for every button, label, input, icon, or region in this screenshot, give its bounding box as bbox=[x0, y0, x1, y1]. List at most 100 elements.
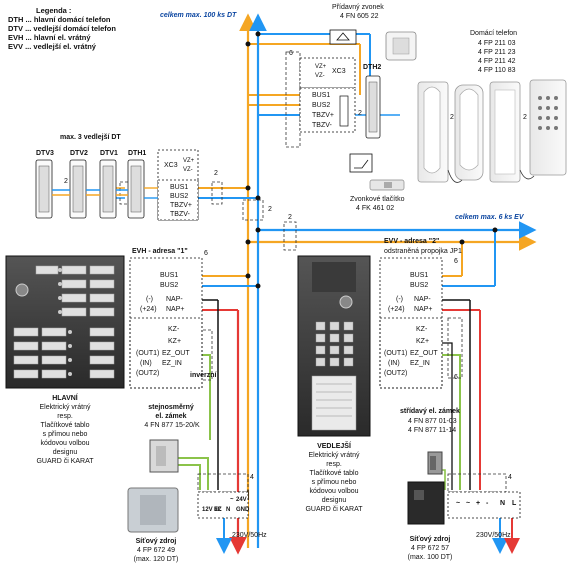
evh-terminal: (OUT1) bbox=[136, 350, 160, 357]
dtv-terminal: BUS1 bbox=[170, 184, 189, 191]
evh-terminal: (-) bbox=[146, 296, 153, 303]
evh-terminal: BUS1 bbox=[160, 272, 179, 279]
evh-count: 6 bbox=[204, 250, 208, 257]
wire-count: 2 bbox=[64, 178, 68, 185]
evh-terminal: KZ- bbox=[168, 326, 180, 333]
dtv-group-title: max. 3 vedlejší DT bbox=[60, 134, 121, 141]
evh-terminal-right: EZ_IN bbox=[162, 360, 182, 367]
wire-count: 2 bbox=[268, 206, 272, 213]
psu2-code: 4 FP 672 57 bbox=[410, 545, 449, 552]
psu2-icon bbox=[407, 481, 521, 525]
evv-terminal: (IN) bbox=[388, 360, 400, 367]
main-door-panel bbox=[5, 255, 125, 389]
dc-lock-title: stejnosměrný bbox=[148, 404, 194, 411]
extra-bell-code: 4 FN 605 22 bbox=[340, 13, 379, 20]
evv-terminal: (-) bbox=[396, 296, 403, 303]
psu2-mains: 230V/50Hz bbox=[476, 532, 511, 539]
dtv-terminal: BUS2 bbox=[170, 193, 189, 200]
evv-terminal: KZ+ bbox=[416, 338, 430, 345]
home-phone-code: 4 FP 211 03 bbox=[478, 40, 516, 47]
wire-count: 2 bbox=[288, 214, 292, 221]
legend-item: EVH ... hlavní el. vrátný bbox=[8, 33, 91, 42]
evh-terminal: (+24) bbox=[140, 306, 157, 313]
dtv-name: DTV1 bbox=[100, 150, 118, 157]
evh-title: EVH - adresa "1" bbox=[132, 248, 188, 255]
ac-lock-title: střídavý el. zámek bbox=[400, 408, 460, 415]
bell-button-icon bbox=[349, 153, 405, 191]
psu1-max: (max. 120 DT) bbox=[133, 556, 179, 563]
evv-terminal: (+24) bbox=[388, 306, 405, 313]
evv-terminal: (OUT2) bbox=[384, 370, 408, 377]
dc-lock-icon bbox=[149, 439, 179, 473]
ac-lock-code: 4 FN 877 01-03 bbox=[408, 418, 457, 425]
home-phone-code: 4 FP 211 23 bbox=[478, 49, 516, 56]
evv-terminal: (OUT1) bbox=[384, 350, 408, 357]
evh-terminal: (OUT2) bbox=[136, 370, 160, 377]
home-phone-title: Domácí telefon bbox=[470, 30, 518, 37]
wire-count: 2 bbox=[523, 114, 527, 121]
legend-item: DTV ... vedlejší domácí telefon bbox=[8, 24, 116, 33]
bell-button-code: 4 FK 461 02 bbox=[356, 205, 395, 212]
evh-terminal-right: NAP+ bbox=[166, 306, 185, 313]
bell-button-title: Zvonkové tlačítko bbox=[350, 196, 405, 203]
psu2-max: (max. 100 DT) bbox=[407, 554, 453, 561]
psu2-term: ~ bbox=[456, 500, 461, 507]
bus-line-orange bbox=[108, 13, 537, 548]
extra-bell-title: Přídavný zvonek bbox=[332, 4, 384, 11]
lock-wire-green bbox=[178, 342, 461, 490]
evv-terminal-right: EZ_IN bbox=[410, 360, 430, 367]
dth2-vz-minus: VZ- bbox=[315, 73, 325, 79]
psu1-icon bbox=[127, 487, 249, 533]
dtv-terminal: TBZV+ bbox=[170, 202, 192, 209]
legend: Legenda : DTH ... hlavní domácí telefon … bbox=[8, 6, 116, 51]
dc-lock-sub: el. zámek bbox=[155, 413, 187, 420]
psu2-term: N bbox=[500, 500, 506, 507]
psu2-term: + bbox=[476, 500, 481, 507]
psu2-term: L bbox=[512, 500, 517, 507]
side-panel-caption: VEDLEJŠÍ Elektrický vrátný resp. Tlačítk… bbox=[305, 443, 363, 513]
evh-terminal-right: NAP- bbox=[166, 296, 183, 303]
dc-lock-code: 4 FN 877 15-20/K bbox=[144, 422, 200, 429]
evv-terminal-right: EZ_OUT bbox=[410, 350, 438, 357]
evh-inverse: inverzní bbox=[190, 372, 217, 379]
dth2-terminal: BUS2 bbox=[312, 102, 331, 109]
psu1-mains: 230V/50Hz bbox=[232, 532, 267, 539]
dth2-name: DTH2 bbox=[363, 64, 382, 71]
dtv-phone-row bbox=[35, 149, 199, 221]
dth2-terminal-block bbox=[299, 57, 356, 133]
psu1-term: 24V bbox=[236, 497, 247, 503]
psu1-term: ~ bbox=[230, 497, 234, 503]
dth2-terminal: BUS1 bbox=[312, 92, 331, 99]
psu1-term: 12V st. bbox=[202, 507, 222, 513]
home-phone-images bbox=[417, 79, 567, 183]
ev-max-label: celkem max. 6 ks EV bbox=[455, 214, 524, 221]
bus-max-label: celkem max. 100 ks DT bbox=[160, 12, 237, 19]
dtv-name: DTV3 bbox=[36, 150, 54, 157]
extra-bell-icon bbox=[329, 29, 417, 61]
evv-count: 6 bbox=[454, 258, 458, 265]
evv-terminal-right: NAP- bbox=[414, 296, 431, 303]
dtv-xc: XC3 bbox=[164, 162, 178, 169]
legend-item: EVV ... vedlejší el. vrátný bbox=[8, 42, 96, 51]
junction-dots bbox=[245, 31, 498, 289]
legend-item: DTH ... hlavní domácí telefon bbox=[8, 15, 111, 24]
dtv-vz-minus: VZ- bbox=[183, 167, 193, 173]
psu1-term: GND bbox=[236, 507, 250, 513]
wire-count: 2 bbox=[450, 114, 454, 121]
evh-terminal-block bbox=[129, 257, 203, 389]
wire-count: 2 bbox=[214, 170, 218, 177]
dtv-vz-plus: VZ+ bbox=[183, 158, 195, 164]
dth2-vz-plus: VZ+ bbox=[315, 64, 327, 70]
evv-terminal: KZ- bbox=[416, 326, 428, 333]
dtv-terminal: TBZV- bbox=[170, 211, 190, 218]
legend-title: Legenda : bbox=[36, 6, 72, 15]
psu1-wire: 4 bbox=[250, 474, 254, 481]
dtv-name: DTH1 bbox=[128, 150, 147, 157]
wire-count: 2 bbox=[358, 110, 362, 117]
dth2-terminal: TBZV+ bbox=[312, 112, 334, 119]
psu2-wire: 4 bbox=[508, 474, 512, 481]
evv-terminal-block bbox=[379, 257, 443, 389]
evh-terminal: KZ+ bbox=[168, 338, 182, 345]
evh-terminal: BUS2 bbox=[160, 282, 179, 289]
